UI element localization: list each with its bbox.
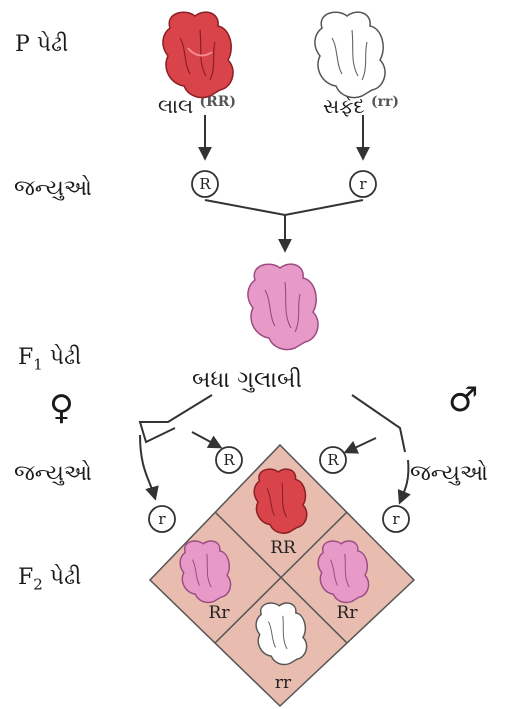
f2-pink-flower-left-icon <box>179 540 232 604</box>
white-parent-genotype: (rr) <box>371 94 400 110</box>
f2-generation-label: F2 પેઢી <box>18 565 81 593</box>
gamete-R-text: R <box>199 175 211 193</box>
red-parent-label: લાલ (RR) <box>158 94 236 118</box>
male-branch <box>351 394 406 453</box>
white-flower-icon <box>314 11 386 99</box>
genotype-left: Rr <box>209 603 231 623</box>
svg-text:R: R <box>327 451 339 469</box>
f1-prefix: F <box>18 345 34 370</box>
gamete-r-circle: r <box>349 170 377 198</box>
gametes-label-1: જન્યુઓ <box>14 176 92 201</box>
fusion-lines <box>204 199 364 217</box>
female-symbol: ♀ <box>49 388 74 428</box>
gametes-label-female: જન્યુઓ <box>14 461 92 486</box>
f1-subscript: 1 <box>33 355 43 374</box>
red-flower-icon <box>162 11 234 99</box>
arrow-female-r <box>139 434 159 501</box>
svg-text:r: r <box>158 510 166 528</box>
arrow-male-r <box>397 459 411 505</box>
svg-text:R: R <box>223 451 235 469</box>
f1-female-gamete-R: R <box>215 446 243 474</box>
pink-flower-icon <box>247 263 319 351</box>
red-parent-name: લાલ <box>158 94 194 118</box>
f1-all-pink-label: બધા ગુલાબી <box>192 367 303 393</box>
f1-male-gamete-r: r <box>382 505 410 533</box>
red-parent-genotype: (RR) <box>199 94 237 110</box>
gamete-r-text: r <box>359 175 367 193</box>
f2-white-flower-icon <box>255 602 308 666</box>
genotype-right: Rr <box>337 603 359 623</box>
gamete-R-circle: R <box>191 170 219 198</box>
f1-suffix: પેઢી <box>42 345 82 370</box>
f2-suffix: પેઢી <box>42 565 82 590</box>
f2-pink-flower-right-icon <box>317 540 370 604</box>
f2-prefix: F <box>18 565 34 590</box>
punnett-square <box>148 443 416 708</box>
female-branch <box>138 394 213 444</box>
genotype-bottom: rr <box>275 673 292 693</box>
f2-subscript: 2 <box>33 575 43 594</box>
arrow-female-R <box>191 431 223 449</box>
f1-female-gamete-r: r <box>148 505 176 533</box>
genotype-top: RR <box>270 538 297 558</box>
male-symbol: ♂ <box>448 380 479 420</box>
arrow-male-R <box>343 437 377 454</box>
f2-red-flower-icon <box>253 468 308 534</box>
gametes-label-male: જન્યુઓ <box>410 461 488 486</box>
p-generation-label: P પેઢી <box>15 32 69 57</box>
f1-generation-label: F1 પેઢી <box>18 345 81 373</box>
f1-male-gamete-R: R <box>319 446 347 474</box>
svg-text:r: r <box>392 510 400 528</box>
